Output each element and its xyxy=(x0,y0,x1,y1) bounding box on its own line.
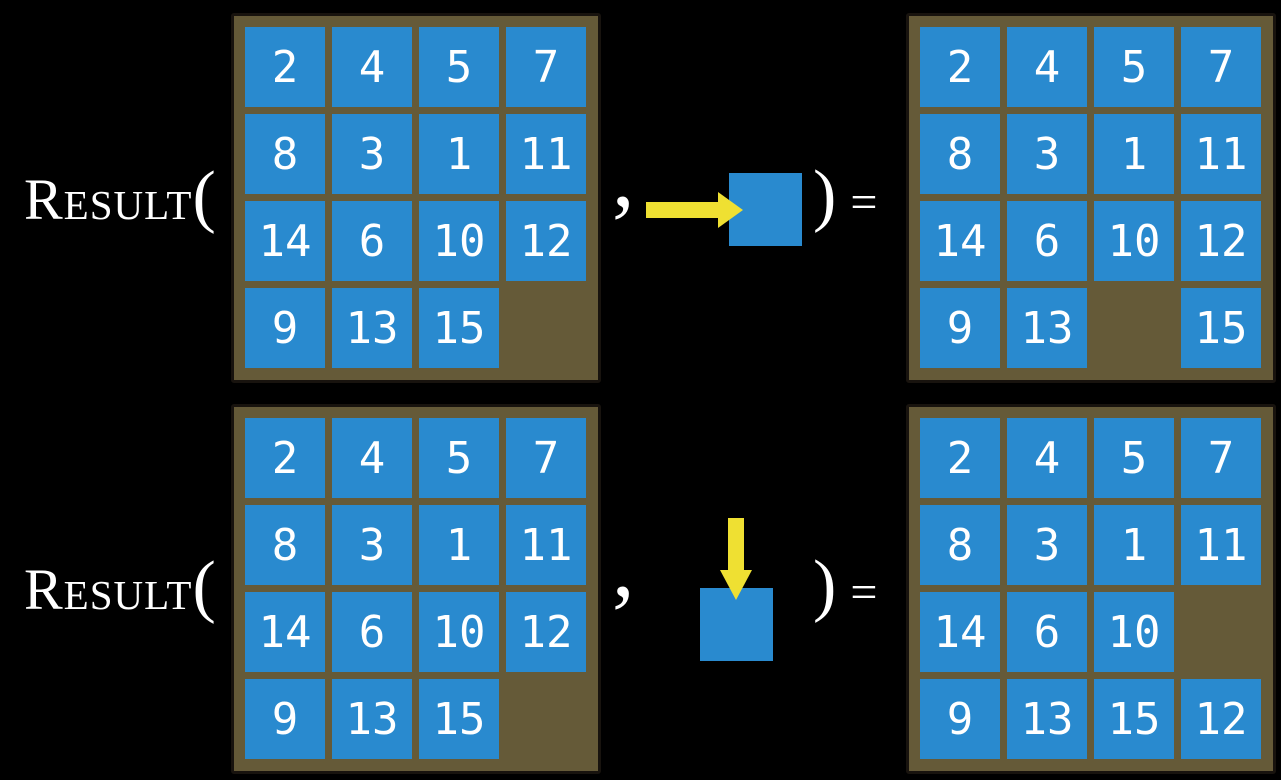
puzzle-tile: 1 xyxy=(1094,505,1174,585)
puzzle-tile: 7 xyxy=(506,27,586,107)
puzzle-tile: 7 xyxy=(1181,27,1261,107)
puzzle-tile: 15 xyxy=(1181,288,1261,368)
close-paren-equals-group: )= xyxy=(813,546,877,626)
puzzle-tile: 3 xyxy=(1007,505,1087,585)
puzzle-tile: 4 xyxy=(332,418,412,498)
puzzle-tile: 6 xyxy=(1007,592,1087,672)
puzzle-tile: 2 xyxy=(245,27,325,107)
puzzle-tile: 7 xyxy=(506,418,586,498)
puzzle-tile: 6 xyxy=(332,592,412,672)
open-paren-icon: ( xyxy=(192,548,216,625)
equals-sign: = xyxy=(850,566,878,619)
puzzle-tile: 5 xyxy=(1094,27,1174,107)
close-paren-equals-group: )= xyxy=(813,156,877,236)
puzzle-tile: 11 xyxy=(1181,505,1261,585)
tile-square-icon xyxy=(700,588,773,661)
right-arrow-head-icon xyxy=(718,192,743,228)
puzzle-tile: 5 xyxy=(419,418,499,498)
puzzle-tile: 14 xyxy=(920,201,1000,281)
puzzle-tile: 12 xyxy=(506,201,586,281)
puzzle-tile: 10 xyxy=(1094,201,1174,281)
puzzle-tile: 9 xyxy=(245,679,325,759)
puzzle-tile: 4 xyxy=(332,27,412,107)
puzzle-tile: 10 xyxy=(1094,592,1174,672)
result-function-name: Result xyxy=(24,167,193,232)
puzzle-tile: 11 xyxy=(506,505,586,585)
puzzle-tile: 8 xyxy=(245,505,325,585)
right-arrow-icon xyxy=(646,202,722,218)
puzzle-tile: 13 xyxy=(1007,679,1087,759)
puzzle-tile: 9 xyxy=(920,288,1000,368)
puzzle-tile: 14 xyxy=(245,201,325,281)
puzzle-tile: 3 xyxy=(332,505,412,585)
puzzle-tile: 10 xyxy=(419,201,499,281)
puzzle-tile: 6 xyxy=(332,201,412,281)
close-paren-icon: ) xyxy=(813,547,837,624)
puzzle-tile: 4 xyxy=(1007,27,1087,107)
puzzle-tile: 9 xyxy=(920,679,1000,759)
puzzle-tile: 8 xyxy=(920,114,1000,194)
puzzle-tile: 4 xyxy=(1007,418,1087,498)
result-function-name: Result xyxy=(24,557,193,622)
close-paren-icon: ) xyxy=(813,157,837,234)
down-arrow-head-icon xyxy=(720,570,752,600)
puzzle-tile: 8 xyxy=(920,505,1000,585)
puzzle-tile: 9 xyxy=(245,288,325,368)
puzzle-tile: 6 xyxy=(1007,201,1087,281)
puzzle-tile: 13 xyxy=(332,679,412,759)
puzzle-tile: 3 xyxy=(1007,114,1087,194)
blank-cell xyxy=(506,679,586,759)
blank-cell xyxy=(1181,592,1261,672)
down-arrow-icon xyxy=(728,518,744,575)
puzzle-tile: 5 xyxy=(419,27,499,107)
puzzle-tile: 11 xyxy=(506,114,586,194)
puzzle-tile: 12 xyxy=(1181,679,1261,759)
blank-cell xyxy=(506,288,586,368)
puzzle-tile: 2 xyxy=(245,418,325,498)
puzzle-tile: 2 xyxy=(920,418,1000,498)
puzzle-tile: 3 xyxy=(332,114,412,194)
puzzle-tile: 1 xyxy=(1094,114,1174,194)
puzzle-tile: 14 xyxy=(245,592,325,672)
puzzle-tile: 7 xyxy=(1181,418,1261,498)
blank-cell xyxy=(1094,288,1174,368)
puzzle-tile: 12 xyxy=(506,592,586,672)
puzzle-tile: 13 xyxy=(1007,288,1087,368)
puzzle-tile: 2 xyxy=(920,27,1000,107)
result-function-label: Result( xyxy=(24,157,216,237)
puzzle-tile: 15 xyxy=(1094,679,1174,759)
puzzle-tile: 15 xyxy=(419,679,499,759)
puzzle-tile: 5 xyxy=(1094,418,1174,498)
comma-separator: , xyxy=(612,517,635,616)
puzzle-tile: 14 xyxy=(920,592,1000,672)
puzzle-tile: 10 xyxy=(419,592,499,672)
puzzle-tile: 12 xyxy=(1181,201,1261,281)
puzzle-tile: 15 xyxy=(419,288,499,368)
open-paren-icon: ( xyxy=(192,158,216,235)
puzzle-tile: 1 xyxy=(419,114,499,194)
puzzle-tile: 8 xyxy=(245,114,325,194)
result-function-label: Result( xyxy=(24,547,216,627)
comma-separator: , xyxy=(612,127,635,226)
puzzle-tile: 11 xyxy=(1181,114,1261,194)
puzzle-tile: 13 xyxy=(332,288,412,368)
slide-down-action-icon xyxy=(700,518,773,661)
equals-sign: = xyxy=(850,176,878,229)
slide-right-action-icon xyxy=(646,173,802,246)
puzzle-tile: 1 xyxy=(419,505,499,585)
